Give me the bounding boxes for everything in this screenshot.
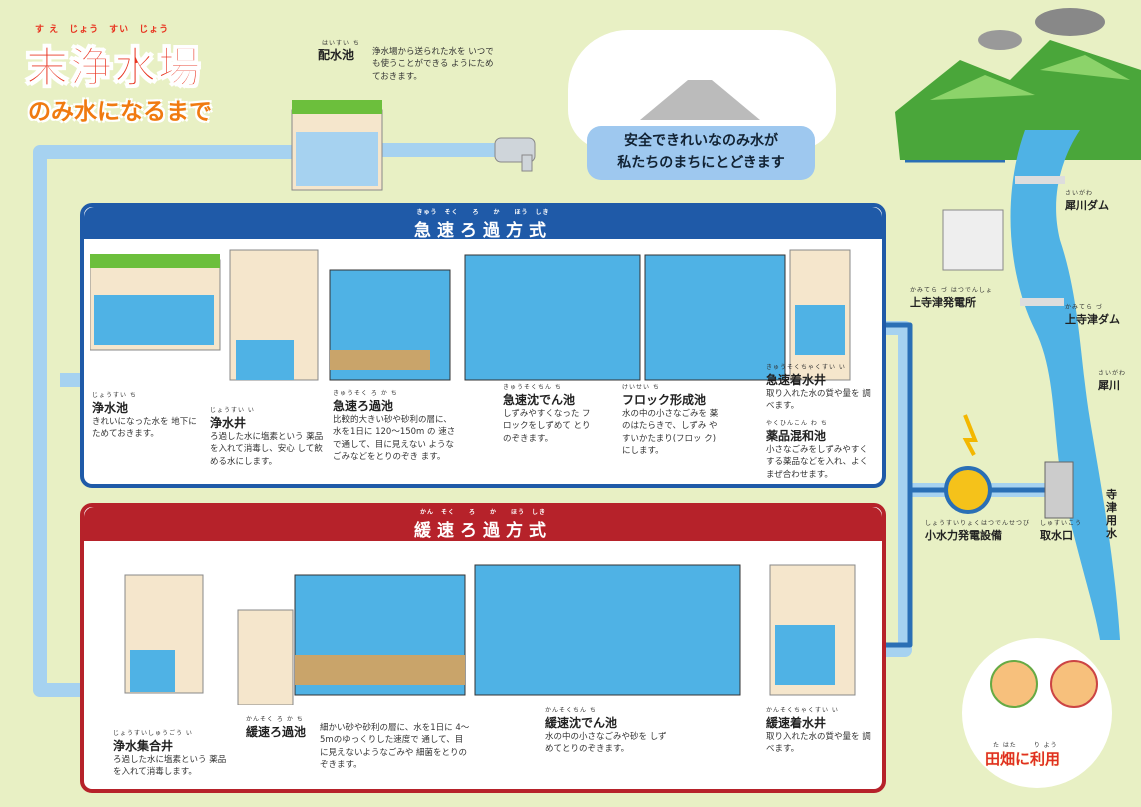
hydro-text: 小水力発電設備: [925, 529, 1002, 542]
rapid-item-5-desc: 取り入れた水の質や量を 調べます。: [766, 389, 871, 412]
distribution-desc: 浄水場から送られた水を いつでも使うことができる ようにためておきます。: [372, 47, 494, 82]
intake-ruby: しゅすいこう: [1040, 520, 1083, 527]
river-label: さいがわ 犀川: [1098, 368, 1126, 393]
slow-item-chakusuii: かんそくちゃくすい い 緩速着水井 取り入れた水の質や量を 調べます。: [766, 705, 876, 756]
slow-item-0-ruby: じょうすいしゅうごう い: [113, 730, 193, 737]
message-bubble: 安全できれいなのみ水が 私たちのまちにとどきます: [587, 126, 815, 180]
slow-item-1-label: 緩速ろ過池: [246, 725, 307, 739]
slow-item-3-desc: 取り入れた水の質や量を 調べます。: [766, 732, 871, 755]
dam1-label: さいがわ 犀川ダム: [1065, 188, 1109, 213]
rapid-item-4-desc: 水の中の小さなごみを 薬のはたらきで、しずみ やすいかたまり(フロッ ク)にしま…: [622, 409, 719, 456]
rapid-item-0-desc: きれいになった水を 地下にためておきます。: [92, 417, 197, 440]
rapid-item-2-desc: 比較的大きい砂や砂利の層に、 水を1日に 120〜150m の 速さで通して、目…: [333, 415, 456, 462]
slow-item-2-ruby: かんそくちん ち: [545, 707, 597, 714]
rapid-item-2-ruby: きゅうそく ろ か ち: [333, 390, 398, 397]
bubble-line-2: 私たちのまちにとどきます: [617, 155, 785, 171]
slow-item-shugoi: じょうすいしゅうごう い 浄水集合井 ろ過した水に塩素という 薬品を入れて消毒し…: [113, 728, 233, 779]
slow-item-1-ruby: かんそく ろ か ち: [246, 716, 304, 723]
rapid-item-6-desc: 小さなごみをしずみやすく する薬品などを入れ、よく まぜ合わせます。: [766, 445, 869, 480]
slow-item-rokachi: かんそく ろ か ち 緩速ろ過池: [246, 714, 306, 740]
rapid-header-text: 急速ろ過方式: [414, 221, 552, 241]
distribution-ruby: はいすい ち: [322, 40, 360, 47]
dam1-text: 犀川ダム: [1065, 199, 1109, 212]
slow-item-2-label: 緩速沈でん池: [545, 716, 618, 730]
dam2-label: かみてら づ 上寺津ダム: [1065, 302, 1120, 327]
rapid-item-konwachi: やくひんこん わ ち 薬品混和池 小さなごみをしずみやすく する薬品などを入れ、…: [766, 418, 878, 481]
hydro-label: しょうすいりょくはつでんせつび 小水力発電設備: [925, 518, 1030, 543]
rapid-item-2-label: 急速ろ過池: [333, 399, 394, 413]
rapid-item-4-ruby: けいせい ち: [622, 384, 660, 391]
page-subtitle: のみ水になるまで: [28, 99, 212, 125]
dam2-text: 上寺津ダム: [1065, 313, 1120, 326]
intake-label: しゅすいこう 取水口: [1040, 518, 1082, 543]
page-title: 末浄水場: [25, 43, 203, 93]
rapid-item-3-ruby: きゅうそくちん ち: [503, 384, 562, 391]
distribution-label: 配水池: [318, 48, 355, 62]
rapid-header: きゅう そく ろ か ほう しき 急速ろ過方式: [84, 207, 882, 241]
rapid-item-jousuii: じょうすい い 浄水井 ろ過した水に塩素という 薬品を入れて消毒し、安心 して飲…: [210, 405, 328, 468]
canal-label: 寺津用水: [1106, 488, 1117, 540]
slow-header: かん そく ろ か ほう しき 緩速ろ過方式: [84, 507, 882, 541]
slow-item-0-label: 浄水集合井: [113, 739, 174, 753]
rapid-item-flock: けいせい ち フロック形成池 水の中の小さなごみを 薬のはたらきで、しずみ やす…: [622, 382, 722, 457]
rapid-item-3-desc: しずみやすくなった フロックをしずめて とりのぞきます。: [503, 409, 591, 444]
plant-text: 上寺津発電所: [910, 296, 976, 309]
farmer-1: [990, 660, 1038, 708]
rapid-item-chakusuii: きゅうそくちゃくすい い 急速着水井 取り入れた水の質や量を 調べます。: [766, 362, 878, 413]
slow-item-chindenchi: かんそくちん ち 緩速沈でん池 水の中の小さなごみや砂を しずめてとりのぞきます…: [545, 705, 675, 756]
slow-item-1-desc: 細かい砂や砂利の層に、水を1日に 4〜5mのゆっくりした速度で 通して、目に見え…: [320, 723, 470, 770]
slow-item-3-ruby: かんそくちゃくすい い: [766, 707, 839, 714]
rapid-item-1-desc: ろ過した水に塩素という 薬品を入れて消毒し、安心 して飲める水にします。: [210, 432, 324, 467]
rapid-item-5-ruby: きゅうそくちゃくすい い: [766, 364, 846, 371]
intake-text: 取水口: [1040, 529, 1073, 542]
rapid-item-1-label: 浄水井: [210, 416, 247, 430]
rapid-item-rokachi: きゅうそく ろ か ち 急速ろ過池 比較的大きい砂や砂利の層に、 水を1日に 1…: [333, 388, 461, 463]
rapid-item-3-label: 急速沈でん池: [503, 393, 576, 407]
dam1-ruby: さいがわ: [1065, 190, 1094, 197]
slow-item-0-desc: ろ過した水に塩素という 薬品を入れて消毒します。: [113, 755, 227, 778]
rapid-item-chindenchi: きゅうそくちん ち 急速沈でん池 しずみやすくなった フロックをしずめて とりの…: [503, 382, 593, 445]
slow-item-2-desc: 水の中の小さなごみや砂を しずめてとりのぞきます。: [545, 732, 667, 755]
river-text: 犀川: [1098, 379, 1120, 392]
rapid-header-ruby: きゅう そく ろ か ほう しき: [416, 209, 550, 216]
rapid-item-4-label: フロック形成池: [622, 393, 707, 407]
dam2-ruby: かみてら づ: [1065, 304, 1103, 311]
slow-header-ruby: かん そく ろ か ほう しき: [419, 509, 546, 516]
rapid-item-0-label: 浄水池: [92, 401, 129, 415]
plant-ruby: かみてら づ はつでんしょ: [910, 287, 993, 294]
rapid-item-jousuichi: じょうすい ち 浄水池 きれいになった水を 地下にためておきます。: [92, 390, 202, 441]
title-ruby: す え じょう すい じょう: [35, 25, 170, 35]
slow-item-3-label: 緩速着水井: [766, 716, 827, 730]
bubble-line-1: 安全できれいなのみ水が: [624, 133, 778, 149]
farm-label: 田畑に利用: [985, 750, 1061, 768]
rapid-item-1-ruby: じょうすい い: [210, 407, 255, 414]
farmer-2: [1050, 660, 1098, 708]
river-ruby: さいがわ: [1098, 370, 1127, 377]
rapid-item-6-label: 薬品混和池: [766, 429, 827, 443]
plant-label: かみてら づ はつでんしょ 上寺津発電所: [910, 285, 993, 310]
rapid-item-0-ruby: じょうすい ち: [92, 392, 137, 399]
farm-ruby: た はた り よう: [993, 742, 1058, 749]
rapid-illustration: [90, 249, 851, 381]
rapid-item-6-ruby: やくひんこん わ ち: [766, 420, 828, 427]
slow-illustration: [124, 564, 856, 705]
hydro-ruby: しょうすいりょくはつでんせつび: [925, 520, 1031, 527]
slow-header-text: 緩速ろ過方式: [414, 521, 552, 541]
rapid-item-5-label: 急速着水井: [766, 373, 827, 387]
